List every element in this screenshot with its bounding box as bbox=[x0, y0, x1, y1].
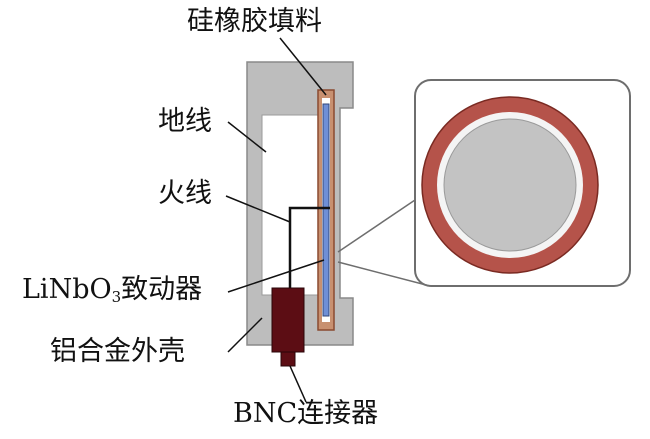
label-actuator-subscript: 3 bbox=[111, 288, 122, 306]
leader-actuator bbox=[227, 259, 325, 293]
linbo3-actuator bbox=[322, 103, 330, 317]
label-actuator-prefix: LiNbO bbox=[22, 274, 112, 305]
label-aluminum-shell: 铝合金外壳 bbox=[50, 336, 185, 367]
label-actuator: LiNbO3致动器 bbox=[22, 274, 203, 306]
label-silicone-filler: 硅橡胶填料 bbox=[187, 6, 322, 37]
label-actuator-suffix: 致动器 bbox=[121, 274, 203, 305]
actuator-disc bbox=[443, 118, 577, 252]
live-wire bbox=[288, 206, 330, 290]
inner-cavity bbox=[261, 114, 323, 296]
label-bnc-connector: BNC连接器 bbox=[233, 398, 379, 429]
leader-silicone-filler bbox=[279, 37, 327, 96]
leader-ground-wire bbox=[227, 121, 267, 153]
bnc-connector-tip bbox=[280, 351, 296, 367]
leader-live-wire bbox=[225, 195, 291, 223]
label-ground-wire: 地线 bbox=[158, 106, 212, 137]
leader-aluminum-shell bbox=[227, 317, 263, 353]
bnc-connector-body bbox=[271, 287, 305, 353]
leader-bnc-connector bbox=[289, 365, 307, 403]
label-live-wire: 火线 bbox=[158, 178, 212, 209]
zoom-line-bottom bbox=[337, 261, 431, 287]
zoom-line-top bbox=[337, 199, 416, 253]
